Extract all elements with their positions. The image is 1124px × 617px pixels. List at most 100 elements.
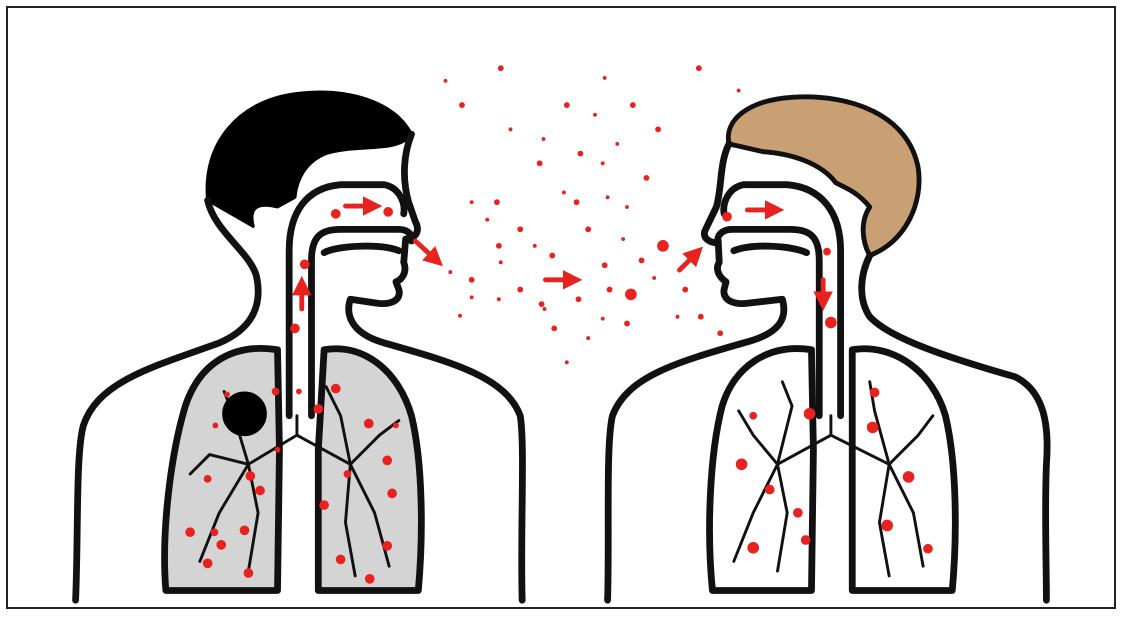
droplet-icon [382,541,392,551]
droplet-icon [272,388,280,396]
exposed-person-lung-right [710,349,814,591]
droplet-icon [576,296,582,302]
droplet-icon [903,471,915,483]
droplet-icon [543,307,547,311]
droplet-icon [564,102,570,108]
droplet-icon [498,65,504,71]
droplet-icon [655,126,661,132]
droplet-icon [676,315,680,319]
droplet-icon [533,244,537,248]
droplet-icon [496,243,502,249]
droplet-icon [387,489,397,499]
droplet-icon [275,447,281,453]
droplet-icon [923,544,933,554]
droplet-icon [749,412,757,420]
droplet-icon [624,321,630,327]
droplet-icon [344,470,352,478]
droplet-icon [185,527,195,537]
droplet-icon [497,297,501,301]
droplet-icon [204,475,212,483]
infected-person-lung-right [165,348,280,590]
droplet-icon [203,558,213,568]
droplet-icon [578,151,584,157]
droplet-icon [625,289,637,301]
droplet-icon [313,404,323,414]
droplet-icon [565,360,569,364]
droplet-icon [542,137,546,141]
droplet-icon [607,287,613,293]
droplet-icon [336,555,346,565]
droplet-icon [765,485,775,495]
infected-person-lung-lesion [223,392,266,435]
droplet-icon [804,408,816,420]
droplet-icon [459,102,465,108]
droplet-icon [444,79,448,83]
droplet-icon [870,388,880,398]
droplet-icon [539,301,545,307]
droplet-icon [574,199,580,205]
droplet-icon [458,314,462,318]
droplet-icon [717,330,723,336]
droplet-icon [331,384,341,394]
droplet-icon [494,199,500,205]
infected-person [76,92,523,600]
droplet-icon [448,270,452,274]
droplet-icon [244,568,254,578]
droplet-icon [867,422,879,434]
droplet-icon [331,209,341,219]
droplet-icon [615,142,619,146]
droplet-icon [300,259,310,269]
exposed-person-lung-left [852,349,955,591]
exposed-person [608,97,1048,600]
droplet-icon [698,314,704,320]
droplet-icon [603,76,607,80]
droplet-icon [224,391,230,397]
droplet-icon [364,419,374,429]
droplet-icon [625,205,629,209]
droplet-icon [240,525,250,535]
droplet-icon [736,458,748,470]
droplet-icon [365,574,375,584]
droplet-icon [644,175,650,181]
droplet-icon [383,207,393,217]
droplet-icon [793,508,803,518]
droplet-icon [747,542,759,554]
droplet-icon [290,324,300,334]
droplet-icon [601,317,605,321]
droplet-icon [319,500,329,510]
droplet-icon [537,160,543,166]
droplet-icon [722,212,732,222]
droplet-icon [216,540,226,550]
droplet-icon [737,89,741,93]
droplet-icon [696,65,702,71]
droplet-icon [881,520,893,532]
droplet-icon [499,260,503,264]
droplet-icon [825,317,837,329]
transmission-diagram [8,8,1114,607]
droplet-icon [593,113,597,117]
droplet-icon [606,195,610,199]
droplet-icon [509,127,513,131]
droplet-icon [211,528,219,536]
droplet-icon [621,237,625,241]
droplet-icon [639,258,645,264]
droplet-icon [245,471,255,481]
droplet-icon [682,287,688,293]
droplet-icon [517,226,523,232]
droplet-icon [801,535,811,545]
droplet-icon [585,226,591,232]
droplet-icon [551,325,557,331]
droplet-icon [657,240,669,252]
figure-frame [6,6,1116,609]
droplet-icon [382,456,392,466]
exposed-person-throat [734,246,807,253]
droplet-icon [601,161,605,165]
flow-arrows [302,206,823,309]
droplet-icon [393,423,399,429]
droplet-icon [255,486,265,496]
droplet-icon [469,277,475,283]
droplet-icon [823,248,831,256]
droplet-icon [470,200,474,204]
droplet-icon [296,389,302,395]
droplet-icon [562,191,566,195]
